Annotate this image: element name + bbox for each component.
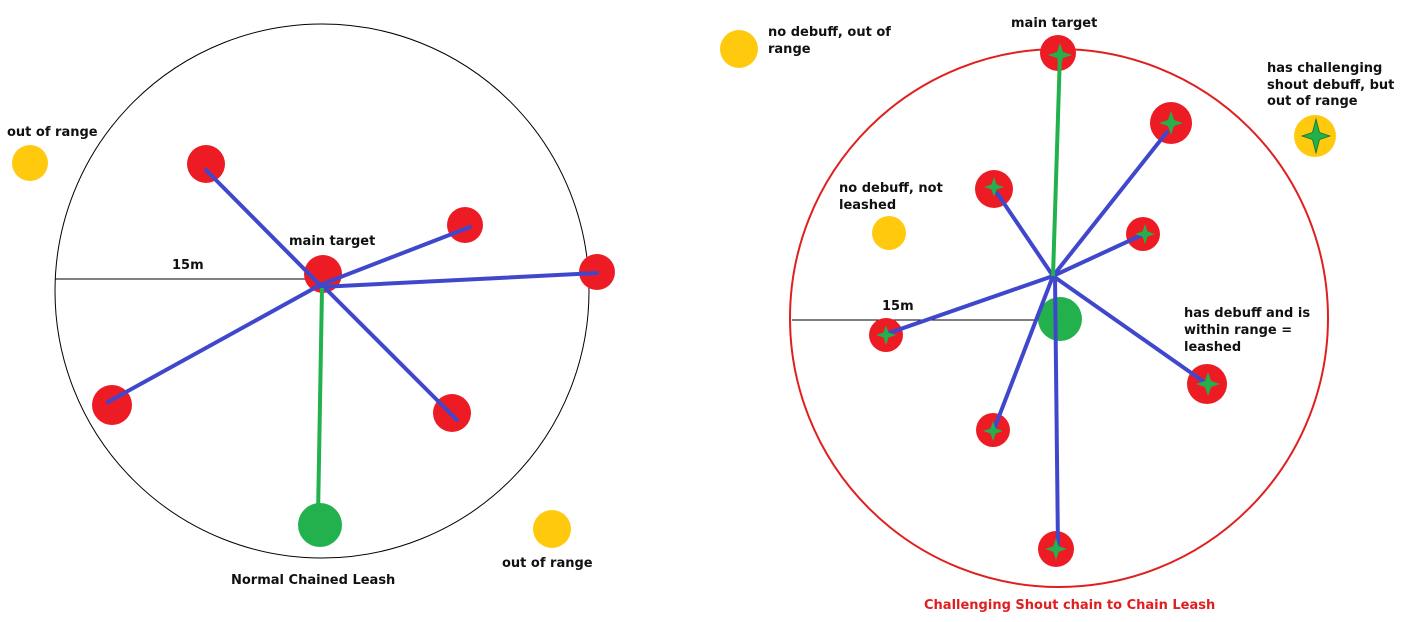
right-debuff-stars <box>876 43 1220 560</box>
right-no-debuff-not-leashed-dot <box>872 216 906 250</box>
left-diagram-title: Normal Chained Leash <box>231 573 395 588</box>
left-out-of-range-dot <box>533 510 571 548</box>
left-chain-line <box>318 271 599 289</box>
debuff-star-icon <box>1135 224 1155 244</box>
left-chain-lines <box>106 168 599 422</box>
right-chain-line <box>1051 232 1146 278</box>
left-enemy-dot <box>187 145 225 183</box>
left-diagram: out of range out of range 15m main targe… <box>7 23 615 588</box>
right-no-debuff-not-leashed-label: no debuff, not leashed <box>839 181 947 213</box>
right-chain-line <box>1053 274 1060 551</box>
debuff-star-icon <box>983 421 1003 441</box>
left-chain-line <box>106 283 322 404</box>
right-challenging-out-of-range-label: has challenging shout debuff, but out of… <box>1267 61 1399 109</box>
right-player-dot <box>1038 297 1082 341</box>
left-chain-line <box>204 168 322 287</box>
right-chain-lines <box>884 130 1209 551</box>
right-chain-line <box>995 191 1055 278</box>
debuff-star-icon <box>1300 117 1332 155</box>
left-range-boundary <box>54 23 590 559</box>
right-chain-line <box>1051 274 1209 386</box>
left-leash-line <box>316 287 324 518</box>
right-diagram-title: Challenging Shout chain to Chain Leash <box>924 598 1215 613</box>
left-main-target-label: main target <box>289 234 375 249</box>
debuff-star-icon <box>984 177 1004 197</box>
right-diagram: main target no debuff, out of range has … <box>720 16 1399 613</box>
debuff-star-icon <box>1048 43 1072 67</box>
debuff-star-icon <box>1045 538 1067 560</box>
left-radius-label: 15m <box>172 258 204 273</box>
left-out-of-range-label: out of range <box>502 556 593 571</box>
right-chain-line <box>991 274 1055 434</box>
debuff-star-icon <box>1159 111 1183 135</box>
right-no-debuff-out-of-range-label: no debuff, out of range <box>768 25 895 57</box>
right-radius-label: 15m <box>882 299 914 314</box>
right-chain-line <box>1051 130 1169 278</box>
left-player-dot <box>298 503 342 547</box>
right-main-target-label: main target <box>1011 16 1097 31</box>
right-chain-line <box>884 274 1055 336</box>
left-enemy-dot <box>447 207 483 243</box>
right-leash-line <box>1051 52 1062 277</box>
debuff-star-icon <box>876 325 896 345</box>
left-main-target-dot <box>304 255 342 293</box>
right-no-debuff-out-of-range-dot <box>720 30 758 68</box>
debuff-star-icon <box>1196 372 1220 396</box>
left-out-of-range-label: out of range <box>7 125 98 140</box>
left-chain-line <box>320 283 459 422</box>
right-leashed-label: has debuff and is within range = leashed <box>1184 306 1315 355</box>
left-out-of-range-dot <box>12 145 48 181</box>
left-chain-line <box>318 225 472 287</box>
